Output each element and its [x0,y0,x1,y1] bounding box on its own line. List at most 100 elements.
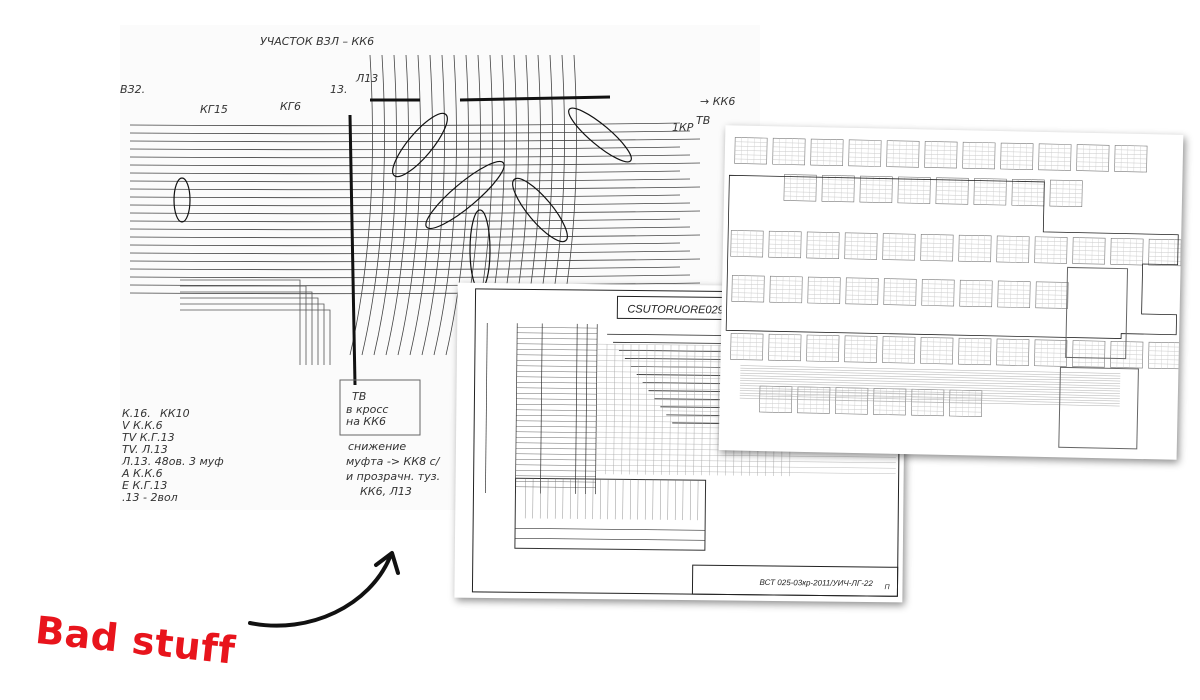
splice-ellipse [425,160,505,230]
line [812,232,814,259]
line [740,380,1121,389]
line [819,232,821,259]
line [1148,354,1181,356]
line [768,252,801,254]
line [803,386,805,413]
line [909,279,911,306]
line [784,191,817,193]
line [795,276,797,303]
line [860,188,893,190]
line [1050,184,1083,186]
line [1139,145,1141,172]
line [992,178,994,205]
line [884,286,917,289]
line [595,459,896,463]
line [739,387,1120,397]
line [946,234,948,261]
table [514,477,707,551]
line [924,158,957,160]
line [873,409,906,411]
line [1072,361,1105,363]
line [791,138,793,165]
line [1019,143,1021,170]
line [835,404,868,406]
line [897,198,930,200]
line [1051,144,1053,171]
line [129,146,681,151]
line [973,199,1006,201]
line [844,339,877,341]
line [1000,155,1033,157]
line [848,161,881,163]
note-box [339,379,421,436]
line [954,178,956,205]
line [1056,180,1057,207]
line [901,233,903,260]
line [1078,340,1080,367]
line [740,375,1121,384]
line [997,240,1030,242]
line [939,234,941,261]
line [996,355,1029,358]
line [768,355,801,357]
line [1000,160,1033,162]
line [873,405,906,407]
line [1036,290,1069,292]
line [736,333,738,360]
line [851,277,853,304]
line [807,240,840,242]
line [1002,339,1004,366]
line [828,175,830,202]
line [819,335,821,362]
line [1072,254,1105,256]
line [958,256,991,258]
line [935,198,968,201]
line [1012,183,1045,185]
line [1072,258,1105,260]
line [515,475,596,477]
line [833,277,835,304]
line [1053,340,1055,367]
line [607,333,738,336]
schematic-frame [1058,366,1139,450]
line [1003,281,1005,308]
line [778,386,780,413]
line [986,178,988,205]
line [822,179,855,181]
line [1034,249,1067,251]
line [936,186,969,188]
line [912,141,913,168]
line [1000,151,1033,153]
splice-ellipse [392,112,448,178]
splice-ellipse [512,177,568,243]
line [516,431,597,433]
line [958,252,991,254]
line [974,390,976,417]
line [834,175,836,202]
line [1038,152,1071,154]
line [734,154,767,156]
line [1023,281,1025,308]
line [965,280,967,307]
sketch-note: TV К.Г.13 [122,431,175,444]
line [515,527,706,531]
line [1041,281,1043,308]
line [769,239,802,241]
line [831,335,833,362]
line [874,140,875,167]
line [778,138,780,165]
line [637,344,640,475]
line [781,334,783,361]
line [717,345,720,476]
line [732,279,765,281]
splice-drawing-lines: CSUTORUORE0290444 разветв. муфта ВСТ 025… [471,288,902,597]
line [516,354,597,356]
line [515,442,596,444]
line [1038,156,1071,158]
line [841,387,843,414]
line [863,336,865,363]
line [826,277,828,304]
line [860,193,893,195]
line [515,323,518,494]
line [845,236,878,238]
